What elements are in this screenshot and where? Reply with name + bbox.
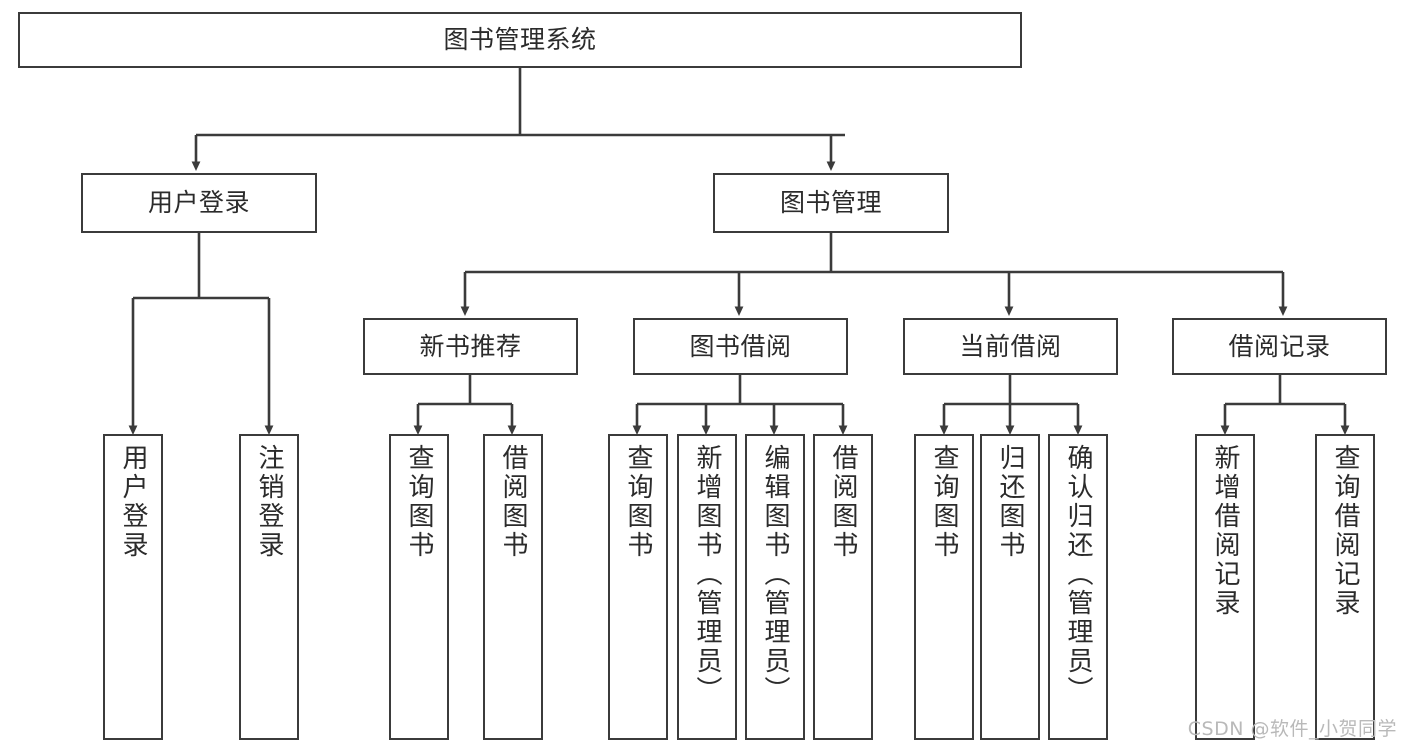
leaf-user-login-label: 用户登录 xyxy=(118,444,148,560)
leaf-new-book-borrow[interactable]: 借阅图书 xyxy=(483,434,543,740)
node-root-system[interactable]: 图书管理系统 xyxy=(18,12,1022,68)
node-book-borrow-label: 图书借阅 xyxy=(689,331,792,361)
leaf-borrow-borrow-book[interactable]: 借阅图书 xyxy=(813,434,873,740)
leaf-current-confirm-return-admin-label: 确认归还（管理员） xyxy=(1063,444,1093,705)
leaf-user-login[interactable]: 用户登录 xyxy=(103,434,163,740)
leaf-current-query-book[interactable]: 查询图书 xyxy=(914,434,974,740)
leaf-borrow-edit-book-admin-label: 编辑图书（管理员） xyxy=(760,444,790,705)
leaf-borrow-borrow-book-label: 借阅图书 xyxy=(828,444,858,560)
leaf-new-book-borrow-label: 借阅图书 xyxy=(498,444,528,560)
node-user-login[interactable]: 用户登录 xyxy=(81,173,317,233)
leaf-borrow-query-book-label: 查询图书 xyxy=(623,444,653,560)
leaf-current-query-book-label: 查询图书 xyxy=(929,444,959,560)
leaf-borrow-add-book-admin-label: 新增图书（管理员） xyxy=(692,444,722,705)
node-book-manage-label: 图书管理 xyxy=(779,188,882,218)
leaf-logout[interactable]: 注销登录 xyxy=(239,434,299,740)
leaf-current-return-book-label: 归还图书 xyxy=(995,444,1025,560)
node-root-label: 图书管理系统 xyxy=(443,25,597,55)
node-book-manage[interactable]: 图书管理 xyxy=(713,173,949,233)
leaf-record-add[interactable]: 新增借阅记录 xyxy=(1195,434,1255,740)
leaf-new-book-query[interactable]: 查询图书 xyxy=(389,434,449,740)
leaf-logout-label: 注销登录 xyxy=(254,444,284,560)
node-borrow-record[interactable]: 借阅记录 xyxy=(1172,318,1387,375)
node-new-book-recommend[interactable]: 新书推荐 xyxy=(363,318,578,375)
csdn-watermark: CSDN @软件_小贺同学 xyxy=(1187,718,1397,740)
leaf-borrow-edit-book-admin[interactable]: 编辑图书（管理员） xyxy=(745,434,805,740)
leaf-current-confirm-return-admin[interactable]: 确认归还（管理员） xyxy=(1048,434,1108,740)
node-current-borrow[interactable]: 当前借阅 xyxy=(903,318,1118,375)
node-book-borrow[interactable]: 图书借阅 xyxy=(633,318,848,375)
leaf-borrow-add-book-admin[interactable]: 新增图书（管理员） xyxy=(677,434,737,740)
node-borrow-record-label: 借阅记录 xyxy=(1228,331,1331,361)
node-new-book-recommend-label: 新书推荐 xyxy=(419,331,522,361)
leaf-new-book-query-label: 查询图书 xyxy=(404,444,434,560)
leaf-record-query-label: 查询借阅记录 xyxy=(1330,444,1360,618)
leaf-current-return-book[interactable]: 归还图书 xyxy=(980,434,1040,740)
node-user-login-label: 用户登录 xyxy=(147,188,250,218)
leaf-record-add-label: 新增借阅记录 xyxy=(1210,444,1240,618)
node-current-borrow-label: 当前借阅 xyxy=(959,331,1062,361)
leaf-borrow-query-book[interactable]: 查询图书 xyxy=(608,434,668,740)
leaf-record-query[interactable]: 查询借阅记录 xyxy=(1315,434,1375,740)
